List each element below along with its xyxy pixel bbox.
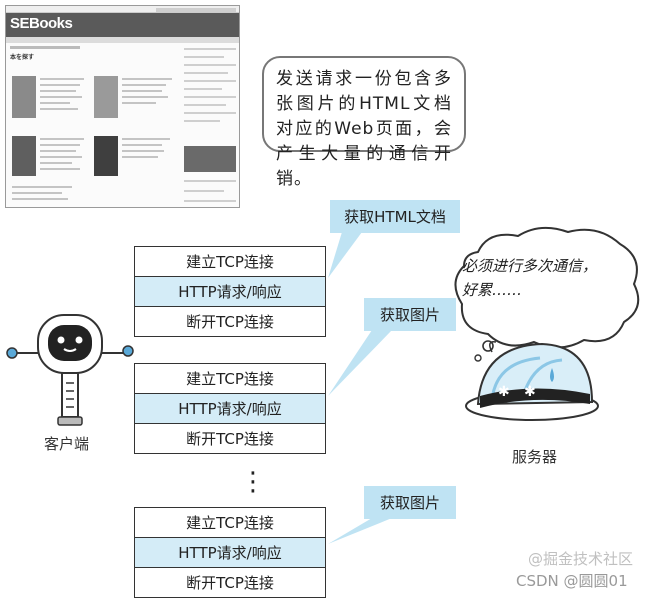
callout-tail (328, 232, 362, 278)
text-line (12, 192, 62, 194)
sidebar-banner (184, 146, 236, 172)
text-line (122, 144, 162, 146)
text-line (40, 102, 70, 104)
screenshot-header (6, 13, 239, 37)
callout-get-html: 获取HTML文档 (330, 200, 460, 233)
sidebar-line (184, 190, 224, 192)
sidebar-line (184, 120, 220, 122)
thought-line-1: 必须进行多次通信， (462, 257, 598, 275)
sidebar-line (184, 48, 236, 50)
sidebar-line (184, 88, 222, 90)
text-line (40, 156, 82, 158)
text-line (40, 144, 80, 146)
text-line (122, 96, 168, 98)
watermark-site: @掘金技术社区 (528, 550, 634, 568)
row-http-request: HTTP请求/响应 (134, 537, 326, 568)
book-cover (12, 76, 36, 118)
text-line (40, 78, 84, 80)
row-http-request: HTTP请求/响应 (134, 393, 326, 424)
sidebar-line (184, 80, 236, 82)
sidebar-line (184, 96, 236, 98)
text-line (40, 150, 76, 152)
text-line (40, 108, 78, 110)
explanation-note: 发送请求一份包含多张图片的HTML文档对应的Web页面，会产生大量的通信开销。 (262, 56, 466, 189)
server-icon: ✱ ✱ (465, 340, 599, 421)
svg-text:✱: ✱ (498, 384, 510, 400)
row-close-connection: 断开TCP连接 (134, 567, 326, 598)
server-label: 服务器 (512, 448, 558, 466)
text-line (40, 84, 80, 86)
screenshot-breadcrumb (10, 46, 80, 49)
text-line (122, 156, 158, 158)
text-line (122, 84, 166, 86)
text-line (40, 138, 84, 140)
text-line (40, 96, 82, 98)
callout-tail (328, 518, 392, 544)
ellipsis-mark: ⋮ (240, 467, 266, 497)
book-cover (94, 136, 118, 176)
ellipsis-dots: ⋮ (240, 462, 266, 502)
callout-get-image-1: 获取图片 (364, 298, 456, 331)
sidebar-line (184, 200, 236, 202)
svg-text:✱: ✱ (524, 384, 536, 400)
row-close-connection: 断开TCP连接 (134, 306, 326, 337)
text-line (122, 102, 156, 104)
text-line (40, 162, 72, 164)
callout-tail (328, 330, 392, 396)
client-label: 客户端 (44, 435, 90, 453)
text-line (122, 90, 162, 92)
row-close-connection: 断开TCP连接 (134, 423, 326, 454)
text-line (40, 168, 80, 170)
text-line (122, 150, 164, 152)
text-line (122, 138, 170, 140)
sidebar-line (184, 72, 228, 74)
sidebar-line (184, 56, 224, 58)
thought-line-2: 好累…… (462, 281, 523, 299)
callout-get-image-2: 获取图片 (364, 486, 456, 519)
screenshot-navbar (6, 37, 239, 43)
sidebar-line (184, 112, 236, 114)
sidebar-line (184, 104, 226, 106)
row-open-connection: 建立TCP连接 (134, 363, 326, 394)
book-cover (12, 136, 36, 176)
client-robot-icon (6, 314, 134, 426)
text-line (12, 198, 68, 200)
row-http-request: HTTP请求/响应 (134, 276, 326, 307)
sidebar-line (184, 180, 236, 182)
webpage-screenshot: SEBooks 本を探す (5, 5, 240, 208)
text-line (12, 186, 72, 188)
screenshot-topbar (6, 6, 239, 13)
screenshot-header-links (156, 8, 236, 12)
screenshot-logo: SEBooks (10, 15, 73, 32)
text-line (122, 78, 172, 80)
row-open-connection: 建立TCP连接 (134, 246, 326, 277)
row-open-connection: 建立TCP连接 (134, 507, 326, 538)
screenshot-section-title: 本を探す (10, 54, 35, 61)
sidebar-line (184, 64, 236, 66)
thought-text: 必须进行多次通信， 好累…… (462, 254, 630, 302)
watermark-author: CSDN @圆圆01 (516, 572, 628, 590)
book-cover (94, 76, 118, 118)
thought-bubble (454, 226, 640, 362)
text-line (40, 90, 76, 92)
